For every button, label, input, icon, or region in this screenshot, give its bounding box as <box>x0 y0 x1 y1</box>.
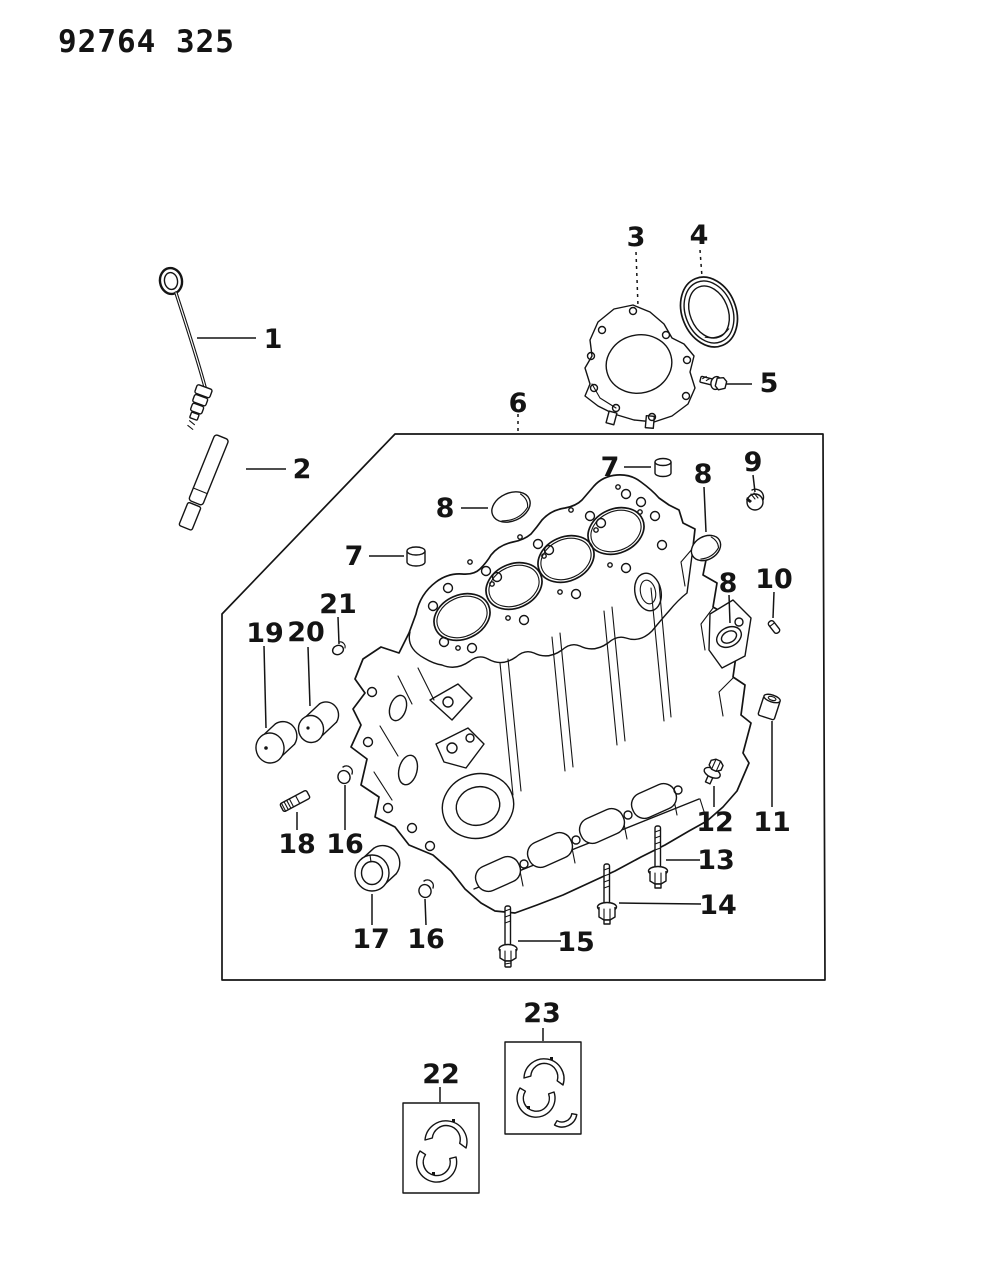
callout-label-8-9: 8 <box>694 459 713 490</box>
callout-label-14-16: 14 <box>699 890 737 921</box>
callout-leader-9-11 <box>752 474 756 493</box>
bushing-19 <box>255 720 298 764</box>
core-plug-8-lower <box>715 625 743 649</box>
bolt-14 <box>596 863 618 925</box>
callout-leader-4-3 <box>699 249 703 278</box>
callout-label-21-24: 21 <box>319 589 357 620</box>
callout-label-8-10: 8 <box>719 568 738 599</box>
callout-label-16-19: 16 <box>407 924 445 955</box>
plug-16-lower <box>418 879 435 899</box>
callout-label-15-17: 15 <box>557 927 595 958</box>
callout-leader-10-12 <box>772 591 775 619</box>
bushing-20 <box>297 701 340 744</box>
dowel-cap-7-right <box>654 457 672 478</box>
callout-leader-3-2 <box>635 251 639 307</box>
callout-label-23-26: 23 <box>523 998 561 1029</box>
callout-leader-19-22 <box>263 645 267 729</box>
stud-18 <box>279 789 311 813</box>
callout-leader-8-9 <box>703 486 707 533</box>
callout-label-12-14: 12 <box>696 807 734 838</box>
callout-label-10-12: 10 <box>755 564 793 595</box>
core-plug-8-right <box>690 534 722 562</box>
callout-leader-20-23 <box>307 646 311 707</box>
callout-label-16-18: 16 <box>326 829 364 860</box>
callout-label-18-21: 18 <box>278 829 316 860</box>
engine-block <box>350 474 752 914</box>
callout-label-17-20: 17 <box>352 924 390 955</box>
callout-label-13-15: 13 <box>697 845 735 876</box>
callout-label-3-2: 3 <box>627 222 646 253</box>
rear-seal-retainer <box>584 304 696 430</box>
callout-label-22-25: 22 <box>422 1059 460 1090</box>
bearing-set-23 <box>504 1041 582 1135</box>
plug-21 <box>331 641 346 656</box>
front-crank-bore <box>441 772 515 840</box>
dipstick-tube <box>178 434 229 531</box>
dowel-pin-10 <box>767 619 781 635</box>
cylinder-bores <box>433 506 645 642</box>
callout-label-6-5: 6 <box>509 388 528 419</box>
plug-16-upper <box>337 765 354 785</box>
callout-leader-21-24 <box>337 616 340 645</box>
oil-dipstick <box>158 266 213 430</box>
deck-bolt-holes <box>427 484 668 654</box>
main-bearing-arches <box>474 782 683 893</box>
timing-face-details <box>362 667 485 852</box>
callout-label-9-11: 9 <box>744 447 763 478</box>
callout-label-4-3: 4 <box>690 220 709 251</box>
retainer-bolt <box>699 375 728 391</box>
bearing-set-22 <box>402 1102 480 1194</box>
callout-label-5-4: 5 <box>760 368 779 399</box>
callout-label-7-7: 7 <box>601 452 620 483</box>
callout-label-11-13: 11 <box>753 807 791 838</box>
callout-leader-8-10 <box>728 594 731 624</box>
callout-label-19-22: 19 <box>246 618 284 649</box>
callout-leader-14-16 <box>618 902 702 905</box>
callout-label-1-0: 1 <box>264 324 283 355</box>
bearing-bushing-17 <box>354 844 401 892</box>
dowel-bushing-11 <box>757 693 781 721</box>
callout-leader-16-19 <box>424 898 427 926</box>
catalog-number: 92764 325 <box>58 24 235 60</box>
core-plug-8-top <box>491 491 531 523</box>
callout-label-7-6: 7 <box>345 541 364 572</box>
callout-label-2-1: 2 <box>293 454 312 485</box>
diagram-border <box>221 433 826 981</box>
drain-bolt-12 <box>703 758 724 785</box>
screw-plug-9 <box>746 488 765 511</box>
callout-label-8-8: 8 <box>436 493 455 524</box>
stud-bolt-15 <box>498 905 518 968</box>
bolt-13 <box>647 825 669 889</box>
dowel-cap-7-left <box>406 546 426 567</box>
crankshaft-rear-seal <box>679 276 739 348</box>
callout-label-20-23: 20 <box>287 617 325 648</box>
